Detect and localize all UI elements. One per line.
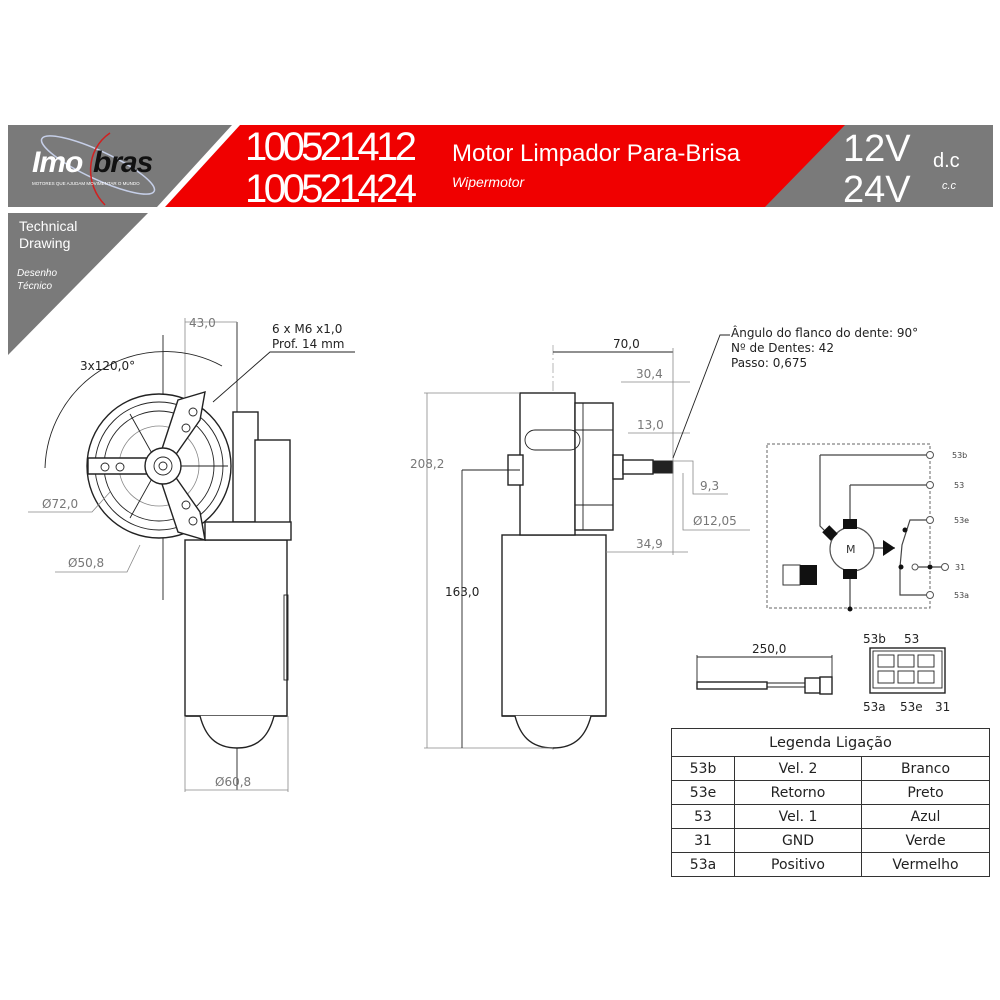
color-cell: Branco [861,756,990,781]
terminal-label: 53b [952,451,967,460]
terminal-label: 31 [955,563,965,572]
pin-label: 31 [935,700,950,714]
dim-30: 30,4 [636,367,663,381]
function-cell: Positivo [734,852,862,877]
dim-9-3: 9,3 [700,479,719,493]
motor-label: M [846,543,856,556]
dim-43: 43,0 [189,316,216,330]
connector-pinout: 53b 53 53a 53e 31 [863,632,950,714]
terminal-53e [926,516,934,524]
pitch-spec: Passo: 0,675 [731,356,807,370]
part-number-2: 100521424 [245,167,417,211]
current-cc: c.c [942,180,957,192]
terminal-cell: 53e [671,780,735,805]
dim-dia-50: Ø50,8 [68,556,104,570]
wiring-schematic: M 53b 53 53e 31 53a [766,443,969,612]
color-cell: Vermelho [861,852,990,877]
thread-depth: Prof. 14 mm [272,337,344,351]
dim-dia-72: Ø72,0 [42,497,78,511]
current-dc: d.c [933,150,960,172]
terminal-53 [926,481,934,489]
function-cell: Vel. 2 [734,756,862,781]
terminal-label: 53 [954,481,964,490]
pin-label: 53e [900,700,923,714]
function-cell: Retorno [734,780,862,805]
dim-dia-12: Ø12,05 [693,514,737,528]
terminal-cell: 53b [671,756,735,781]
function-cell: GND [734,828,862,853]
dim-208: 208,2 [410,457,444,471]
terminal-cell: 53 [671,804,735,829]
section-title-en-2: Drawing [19,235,70,251]
cable-length: 250,0 [752,642,786,656]
angle-dim: 3x120,0° [80,359,135,373]
pin-label: 53a [863,700,886,714]
brand-tagline: MOTORES QUE AJUDAM MOVIMENTAR O MUNDO [32,181,140,186]
section-title-pt: Desenho [17,268,57,279]
side-view: 70,0 30,4 13,0 9,3 Ø12,05 34,9 208,2 163… [410,325,918,750]
terminal-cell: 31 [671,828,735,853]
section-label: Technical Drawing Desenho Técnico [8,213,148,355]
pin-label: 53b [863,632,886,646]
svg-text:bras: bras [93,146,153,179]
dim-13: 13,0 [637,418,664,432]
color-cell: Verde [861,828,990,853]
cable-drawing: 250,0 [696,642,833,695]
svg-text:Imo: Imo [32,146,83,179]
header-banner: Imo bras MOTORES QUE AJUDAM MOVIMENTAR O… [8,125,993,211]
pin-label: 53 [904,632,919,646]
dim-163: 163,0 [445,585,479,599]
tooth-count-spec: Nº de Dentes: 42 [731,341,834,355]
brand-logo: Imo bras MOTORES QUE AJUDAM MOVIMENTAR O… [32,132,156,206]
thread-spec: 6 x M6 x1,0 [272,322,342,336]
color-cell: Preto [861,780,990,805]
legend-title: Legenda Ligação [671,728,990,757]
terminal-53a [926,591,934,599]
terminal-label: 53a [954,591,969,600]
terminal-label: 53e [954,516,969,525]
section-title-pt-2: Técnico [17,281,52,292]
section-title-en: Technical [19,218,77,234]
header-red-band [165,125,845,207]
dim-70: 70,0 [613,337,640,351]
dim-dia-60: Ø60,8 [215,775,251,789]
product-title: Motor Limpador Para-Brisa [452,140,741,167]
front-view: 43,0 6 x M6 x1,0 Prof. 14 mm 3x120,0° [28,316,355,792]
function-cell: Vel. 1 [734,804,862,829]
terminal-cell: 53a [671,852,735,877]
color-cell: Azul [861,804,990,829]
terminal-31 [941,563,949,571]
terminal-53b [926,451,934,459]
product-subtitle: Wipermotor [452,174,526,190]
dim-34-9: 34,9 [636,537,663,551]
voltage-12v: 12V [843,128,911,170]
tooth-angle-spec: Ângulo do flanco do dente: 90° [731,325,918,340]
voltage-24v: 24V [843,169,911,211]
part-number-1: 100521412 [245,125,417,169]
